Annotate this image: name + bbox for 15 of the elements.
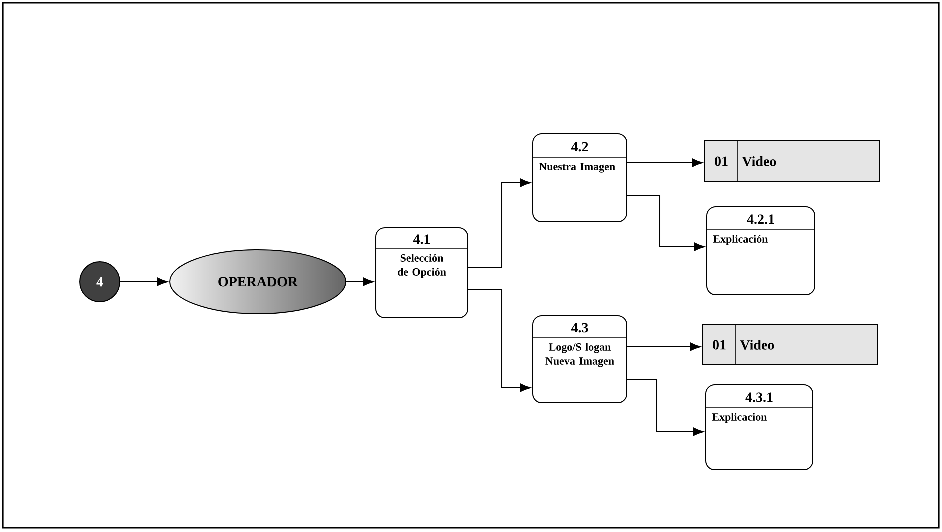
- process-box: 4.3 Logo/S logan Nueva Imagen: [532, 316, 628, 404]
- process-box: 4.3.1 Explicacion: [706, 384, 814, 470]
- arrow: [627, 342, 701, 352]
- arrow: [627, 380, 704, 436]
- arrow: [468, 290, 531, 392]
- process-box: 4.1 Selección de Opción: [376, 228, 468, 318]
- arrow: [627, 196, 705, 252]
- arrow: [468, 178, 531, 268]
- arrow: [346, 278, 374, 286]
- process-box: 4.2.1 Explicación: [706, 206, 816, 296]
- data-store: 01 Video: [702, 324, 878, 366]
- data-store: 01 Video: [704, 140, 880, 182]
- arrow: [627, 158, 703, 168]
- process-box: 4.2 Nuestra Imagen: [532, 134, 628, 222]
- arrow: [120, 278, 168, 286]
